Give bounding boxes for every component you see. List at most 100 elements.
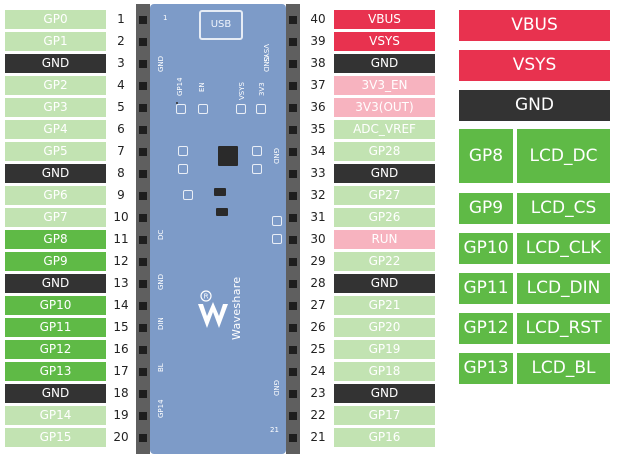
silk-din: DIN: [157, 317, 165, 330]
right-pin-number: 39: [310, 34, 326, 48]
left-pin-number: 7: [117, 144, 125, 158]
pico-board: [150, 4, 286, 454]
left-pin-label: GP6: [5, 186, 106, 205]
silk-3v3: 3V3: [258, 82, 266, 96]
legend-gp-gp12: GP12: [459, 313, 513, 344]
left-pin-label: GND: [5, 164, 106, 183]
right-pin-number: 24: [310, 364, 326, 378]
right-pin-number: 38: [310, 56, 326, 70]
header-pin: [289, 148, 297, 156]
header-pin: [289, 390, 297, 398]
header-pin: [289, 258, 297, 266]
header-pin: [139, 192, 147, 200]
right-pin-label: GP27: [334, 186, 435, 205]
legend-lcd-lcd_rst: LCD_RST: [517, 313, 610, 344]
header-pin: [289, 192, 297, 200]
left-pin-label: GP4: [5, 120, 106, 139]
usb-connector: USB: [199, 10, 243, 40]
left-pin-label: GP5: [5, 142, 106, 161]
left-pin-label: GP15: [5, 428, 106, 447]
right-pin-label: GND: [334, 274, 435, 293]
test-pad: [176, 104, 186, 114]
left-pin-number: 4: [117, 78, 125, 92]
test-pad: [272, 216, 282, 226]
right-pin-number: 25: [310, 342, 326, 356]
left-pin-label: GP12: [5, 340, 106, 359]
legend-gp-gp8: GP8: [459, 129, 513, 183]
header-pin: [139, 148, 147, 156]
right-pin-number: 37: [310, 78, 326, 92]
header-pin: [289, 16, 297, 24]
header-pin: [289, 214, 297, 222]
header-pin: [289, 302, 297, 310]
left-pin-number: 2: [117, 34, 125, 48]
header-pin: [139, 368, 147, 376]
left-pin-number: 20: [113, 430, 129, 444]
right-pin-number: 27: [310, 298, 326, 312]
left-pin-number: 3: [117, 56, 125, 70]
test-pad: [183, 190, 193, 200]
legend-lcd-lcd_dc: LCD_DC: [517, 129, 610, 183]
legend-lcd-lcd_bl: LCD_BL: [517, 353, 610, 384]
right-pin-label: ADC_VREF: [334, 120, 435, 139]
header-pin: [289, 324, 297, 332]
header-pin: [289, 368, 297, 376]
right-pin-label: GP19: [334, 340, 435, 359]
left-pin-number: 5: [117, 100, 125, 114]
silk-gnd-mid: GND: [157, 273, 165, 290]
header-pin: [139, 236, 147, 244]
left-pin-number: 13: [113, 276, 129, 290]
left-pin-label: GP9: [5, 252, 106, 271]
header-pin: [289, 82, 297, 90]
waveshare-logo-icon: R: [198, 290, 228, 328]
transistor: [214, 188, 226, 196]
header-pin: [139, 104, 147, 112]
left-pin-label: GND: [5, 274, 106, 293]
left-pin-number: 6: [117, 122, 125, 136]
right-header-strip: [286, 4, 300, 454]
header-pin: [289, 412, 297, 420]
right-pin-label: VSYS: [334, 32, 435, 51]
left-pin-number: 12: [113, 254, 129, 268]
test-pad: [178, 164, 188, 174]
left-pin-number: 11: [113, 232, 129, 246]
right-pin-label: GP21: [334, 296, 435, 315]
right-pin-label: GP20: [334, 318, 435, 337]
header-pin: [139, 434, 147, 442]
test-pad: [256, 104, 266, 114]
left-pin-number: 14: [113, 298, 129, 312]
silk-gp14-bottom: GP14: [157, 399, 165, 418]
header-pin: [139, 82, 147, 90]
test-pad: [178, 146, 188, 156]
brand-text: Waveshare: [230, 276, 243, 340]
left-pin-label: GP3: [5, 98, 106, 117]
right-pin-label: GP28: [334, 142, 435, 161]
legend-gp-gp11: GP11: [459, 273, 513, 304]
silk-gnd-top-right: GND: [262, 56, 270, 73]
legend-lcd-lcd_din: LCD_DIN: [517, 273, 610, 304]
silk-gnd-top-left: GND: [157, 55, 165, 72]
test-pad: [198, 104, 208, 114]
header-pin: [139, 60, 147, 68]
legend-gnd: GND: [459, 90, 610, 121]
silk-bl: BL: [157, 363, 165, 372]
left-pin-label: GP0: [5, 10, 106, 29]
header-pin: [289, 280, 297, 288]
header-pin: [139, 170, 147, 178]
right-pin-number: 22: [310, 408, 326, 422]
header-pin: [139, 412, 147, 420]
header-pin: [139, 390, 147, 398]
test-pad: [236, 104, 246, 114]
legend-vsys: VSYS: [459, 50, 610, 81]
test-pad: [252, 164, 262, 174]
silk-vsys-mid: VSYS: [238, 82, 246, 100]
legend-gp-gp9: GP9: [459, 193, 513, 224]
header-pin: [289, 126, 297, 134]
svg-text:R: R: [204, 293, 209, 301]
silk-gnd-right-mid: GND: [272, 148, 280, 165]
right-pin-number: 31: [310, 210, 326, 224]
right-pin-label: GP26: [334, 208, 435, 227]
legend-gp-gp13: GP13: [459, 353, 513, 384]
test-pad: [252, 146, 262, 156]
right-pin-number: 40: [310, 12, 326, 26]
